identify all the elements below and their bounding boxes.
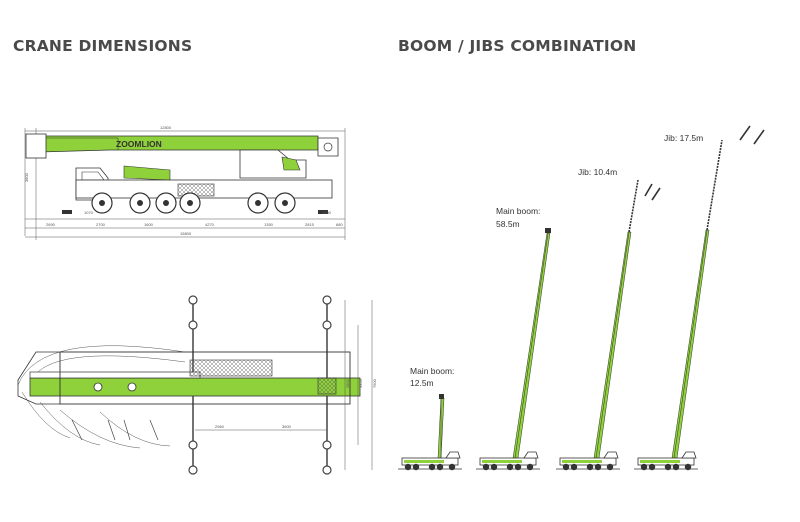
config-2-line-1: Main boom:: [496, 206, 540, 216]
dim-seg-3: 1600: [144, 222, 154, 227]
dim-height: 3800: [24, 172, 29, 182]
dim-top-a: 2960: [215, 424, 225, 429]
dim-seg-1: 2690: [46, 222, 56, 227]
config-jib-10-4: Jib: 10.4m: [555, 167, 661, 471]
config-1-line-1: Main boom:: [410, 366, 454, 376]
dim-right-small: 1200: [322, 210, 332, 215]
dim-length: 12800: [160, 125, 172, 130]
config-4-line-1: Jib: 17.5m: [664, 133, 703, 143]
dim-seg-7: 680: [336, 222, 343, 227]
dim-seg-5: 1350: [264, 222, 274, 227]
dim-seg-4: 4270: [205, 222, 215, 227]
config-jib-17-5: Jib: 17.5m: [633, 125, 765, 471]
config-3-line-1: Jib: 10.4m: [578, 167, 617, 177]
crane-dimensions-heading: CRANE DIMENSIONS: [13, 37, 193, 55]
dim-left-small: 1070: [84, 210, 94, 215]
dim-top-w3: 7600: [372, 378, 377, 388]
config-1-line-2: 12.5m: [410, 378, 434, 388]
dim-top-w2: 3350: [358, 378, 363, 388]
dim-seg-6: 2815: [305, 222, 315, 227]
top-view-drawing: 2960 3600 2800 3350 7600: [17, 295, 377, 475]
dim-seg-2: 2700: [96, 222, 106, 227]
side-view-drawing: ZOOMLION 12800 15800 3800 1070 1200 2690…: [24, 125, 346, 240]
brand-label: ZOOMLION: [116, 139, 162, 149]
dim-overall: 15800: [180, 231, 192, 236]
dim-top-w1: 2800: [345, 378, 350, 388]
config-2-line-2: 58.5m: [496, 219, 520, 229]
boom-jibs-heading: BOOM / JIBS COMBINATION: [398, 37, 637, 55]
dim-top-b: 3600: [282, 424, 292, 429]
config-main-boom-58-5: Main boom: 58.5m: [475, 206, 551, 471]
config-main-boom-12-5: Main boom: 12.5m: [397, 366, 463, 471]
